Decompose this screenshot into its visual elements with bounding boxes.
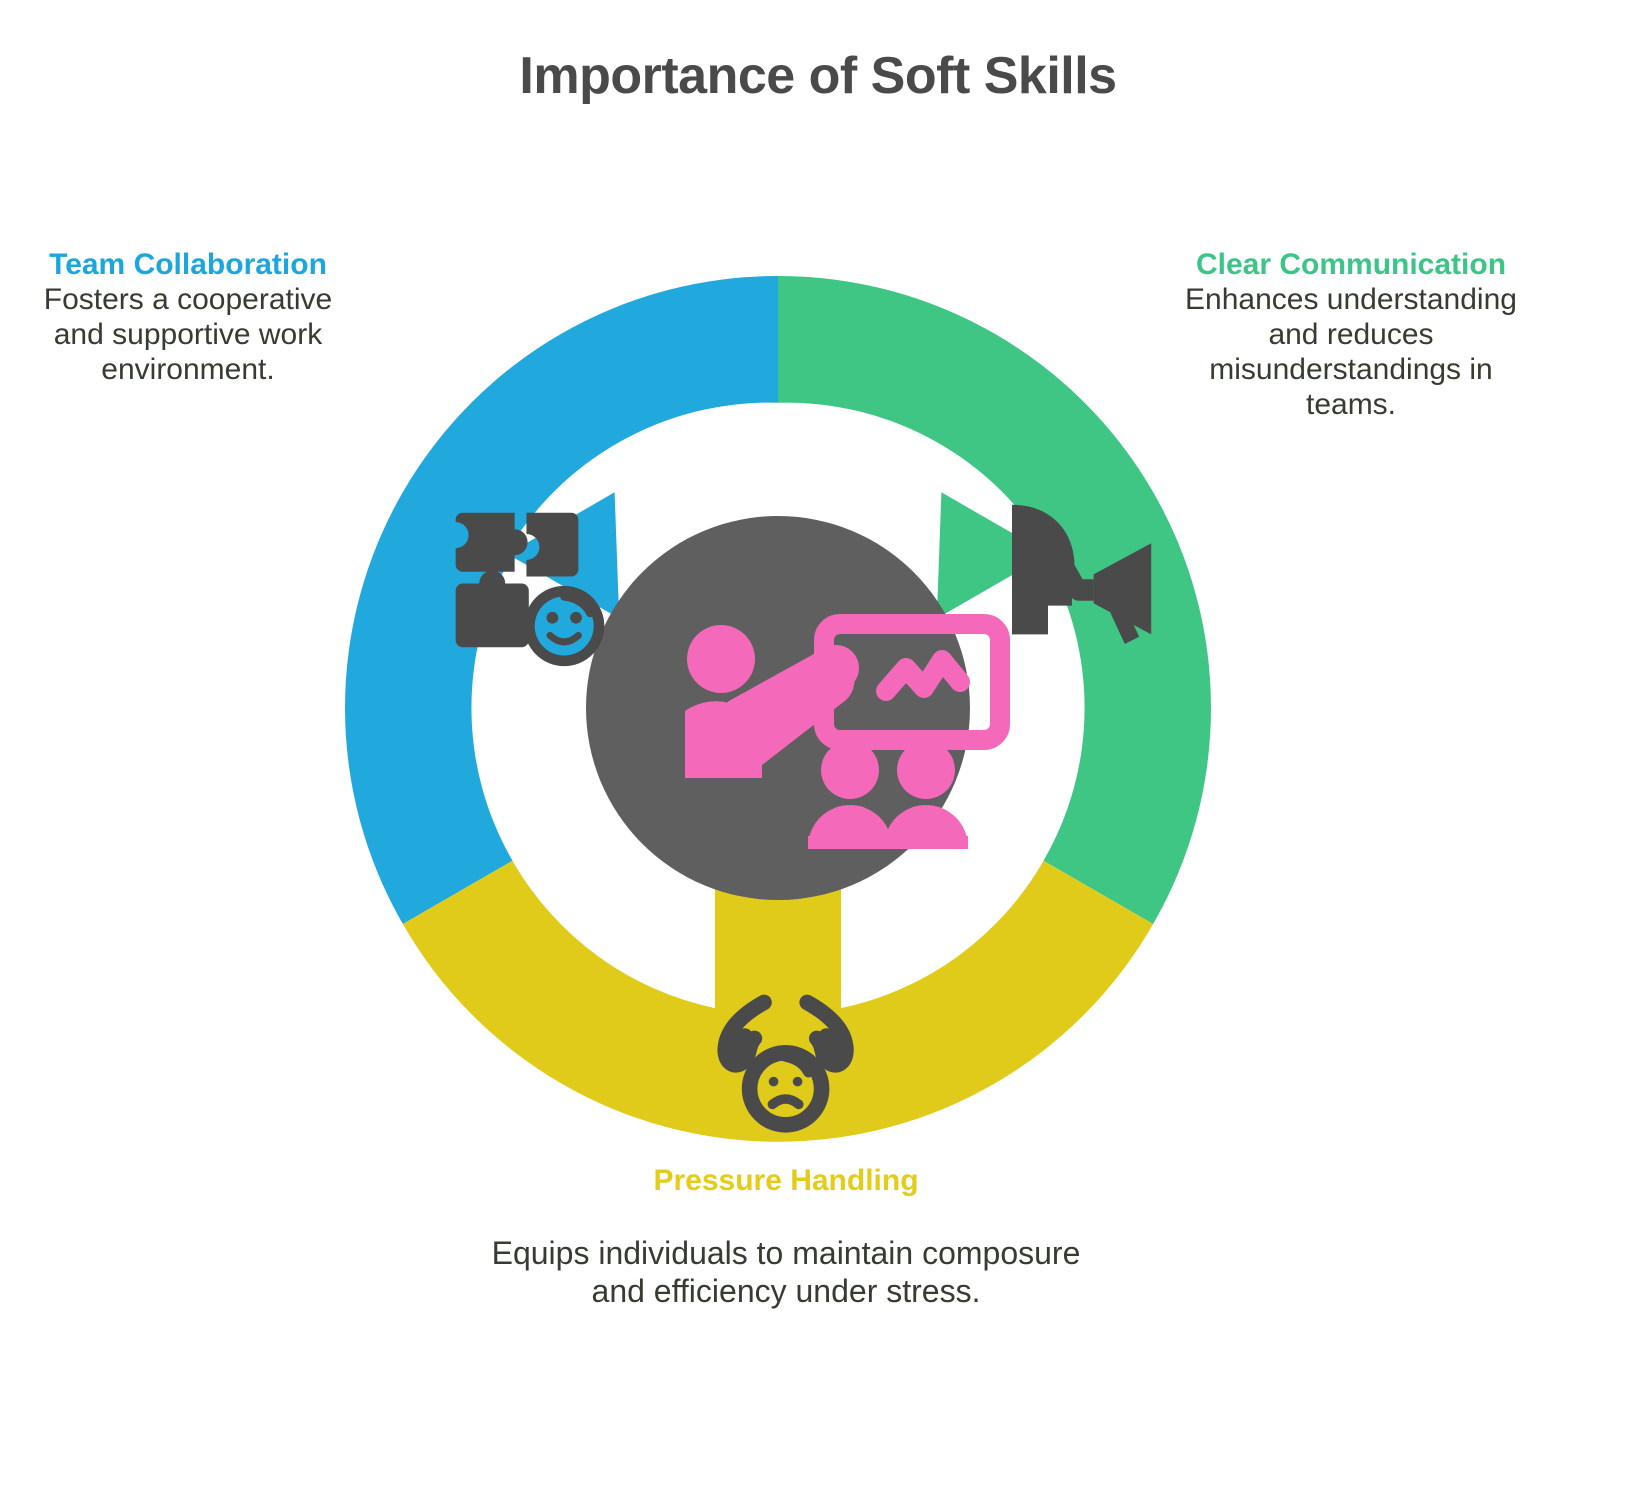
segment-title-clear-communication: Clear Communication	[1195, 248, 1507, 281]
megaphone-speaker-icon	[1012, 504, 1152, 644]
stressed-head-hands-icon	[717, 994, 854, 1133]
label-block-pressure-handling: Pressure Handling Equips individuals to …	[468, 1163, 1104, 1311]
label-block-clear-communication: Clear Communication Enhances understandi…	[1176, 247, 1526, 422]
segment-body-clear-communication: Enhances understanding and reduces misun…	[1185, 283, 1517, 422]
donut-segment-pressure-handling[interactable]	[402, 860, 1154, 1142]
segment-title-pressure-handling: Pressure Handling	[653, 1164, 919, 1197]
donut-diagram	[338, 268, 1218, 1148]
donut-segment-clear-communication[interactable]	[778, 275, 1211, 924]
page-title: Importance of Soft Skills	[519, 47, 1117, 105]
segment-body-team-collaboration: Fosters a cooperative and supportive wor…	[43, 283, 333, 387]
segment-title-team-collaboration: Team Collaboration	[49, 248, 327, 281]
puzzle-pieces-icon	[455, 512, 605, 667]
donut-segment-team-collaboration[interactable]	[345, 275, 778, 924]
presentation-training-icon	[685, 614, 1010, 849]
donut-chart-svg	[345, 275, 1211, 1142]
label-block-team-collaboration: Team Collaboration Fosters a cooperative…	[18, 247, 358, 387]
segment-body-pressure-handling: Equips individuals to maintain composure…	[491, 1235, 1081, 1310]
